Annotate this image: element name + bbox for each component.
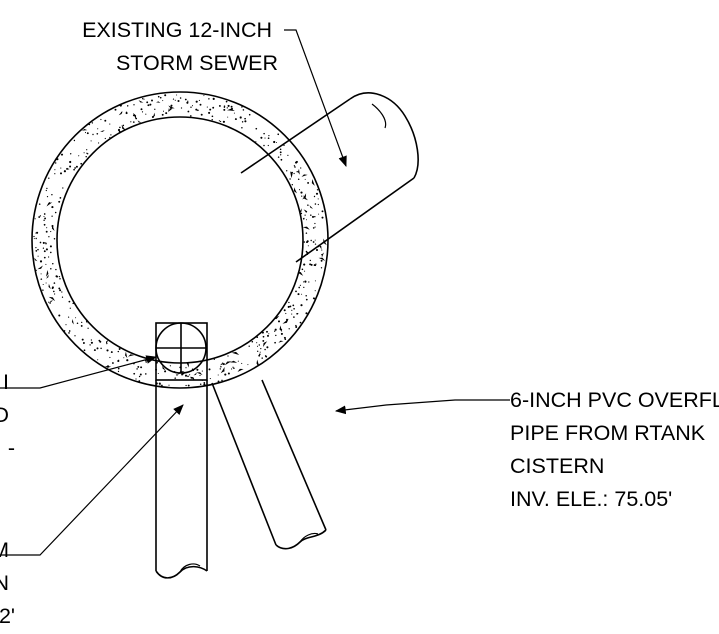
- overflow-label-line-3: CISTERN: [510, 454, 604, 478]
- leader-lines: [0, 29, 510, 556]
- storm-sewer-label-line-1: EXISTING 12-INCH: [82, 18, 272, 42]
- left-upper-line-3: -: [8, 436, 15, 460]
- cleanout-symbol: [155, 322, 207, 374]
- left-lower-line-3: 2': [0, 604, 15, 628]
- storm-sewer-label-line-2: STORM SEWER: [116, 51, 278, 75]
- concrete-hatch: [33, 94, 327, 387]
- left-upper-label: I O -: [0, 370, 15, 460]
- left-lower-line-1: M: [0, 538, 9, 562]
- overflow-label-line-2: PIPE FROM RTANK: [510, 421, 706, 445]
- left-upper-line-1: I: [3, 370, 9, 394]
- overflow-label-line-4: INV. ELE.: 75.05': [510, 487, 672, 511]
- left-upper-line-2: O: [0, 403, 9, 427]
- storm-sewer-pipe: [240, 92, 419, 263]
- overflow-pipe-label: 6-INCH PVC OVERFLOW PIPE FROM RTANK CIST…: [510, 388, 719, 511]
- overflow-label-line-1: 6-INCH PVC OVERFLOW: [510, 388, 719, 412]
- manhole-ring: [31, 91, 329, 389]
- storm-sewer-label: EXISTING 12-INCH STORM SEWER: [82, 18, 278, 75]
- left-lower-line-2: N: [0, 571, 9, 595]
- overflow-pipe: [211, 379, 327, 550]
- left-lower-label: M N 2': [0, 538, 15, 628]
